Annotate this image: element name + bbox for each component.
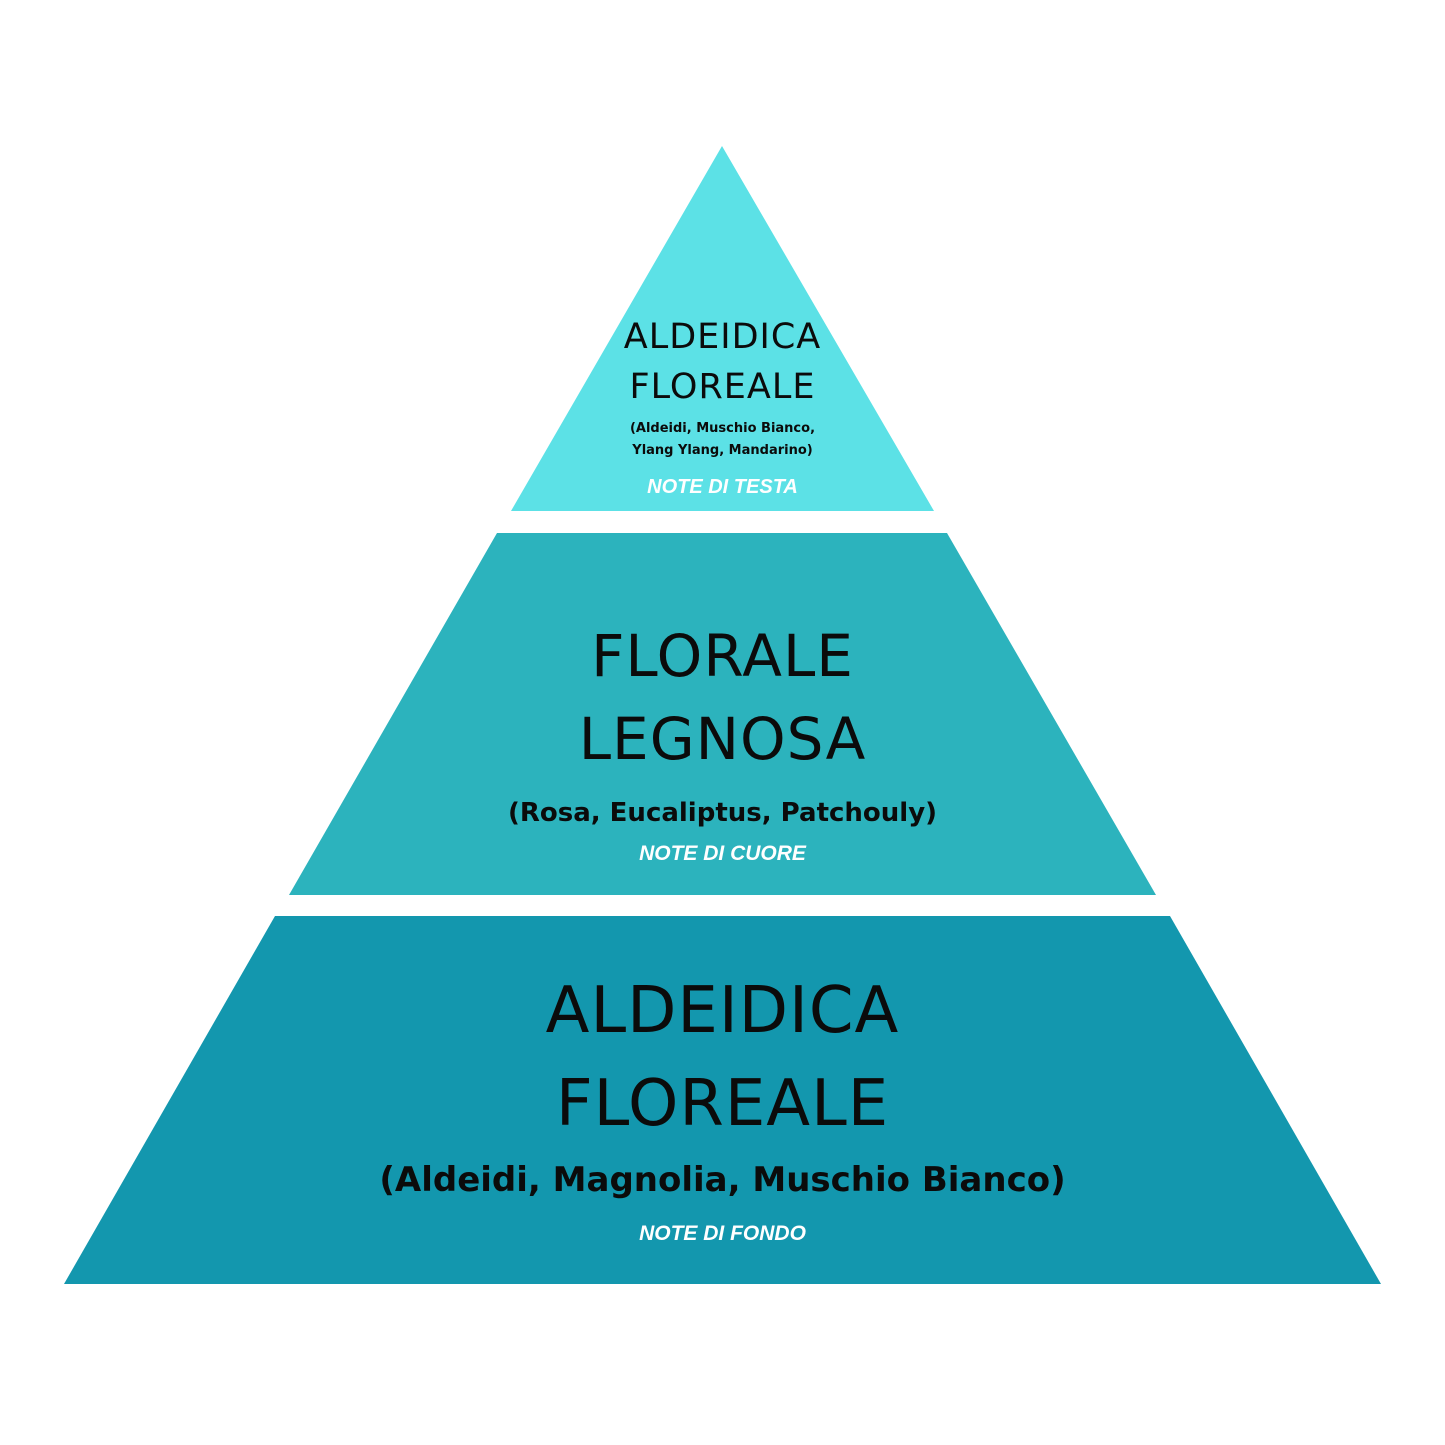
tier-middle-title-line-1: FLORALE — [591, 622, 854, 690]
pyramid-tier-top: ALDEIDICA FLOREALE (Aldeidi, Muschio Bia… — [0, 312, 1445, 502]
tier-bottom-title-line-2: FLOREALE — [555, 1067, 890, 1141]
tier-bottom-note-label: NOTE DI FONDO — [639, 1222, 806, 1245]
tier-top-note-label: NOTE DI TESTA — [647, 476, 798, 498]
pyramid-tier-bottom: ALDEIDICA FLOREALE (Aldeidi, Magnolia, M… — [0, 965, 1445, 1249]
tier-top-ingredients-line-2: Ylang Ylang, Mandarino) — [632, 443, 813, 458]
tier-top-ingredients-line-1: (Aldeidi, Muschio Bianco, — [629, 421, 816, 436]
tier-top-title-line-1: ALDEIDICA — [623, 317, 822, 357]
tier-bottom-title-line-1: ALDEIDICA — [545, 974, 900, 1048]
tier-bottom-ingredients-line: (Aldeidi, Magnolia, Muschio Bianco) — [379, 1160, 1066, 1200]
pyramid-tier-bottom-shape — [64, 916, 1381, 1284]
pyramid-tier-middle: FLORALE LEGNOSA (Rosa, Eucaliptus, Patch… — [0, 615, 1445, 869]
tier-middle-note-label: NOTE DI CUORE — [639, 842, 806, 865]
pyramid-tier-top-shape — [511, 146, 934, 511]
tier-middle-ingredients-line: (Rosa, Eucaliptus, Patchouly) — [507, 798, 938, 828]
pyramid-tier-middle-shape — [289, 533, 1156, 895]
tier-top-title-line-2: FLOREALE — [629, 367, 816, 407]
tier-middle-title-line-2: LEGNOSA — [578, 705, 867, 773]
